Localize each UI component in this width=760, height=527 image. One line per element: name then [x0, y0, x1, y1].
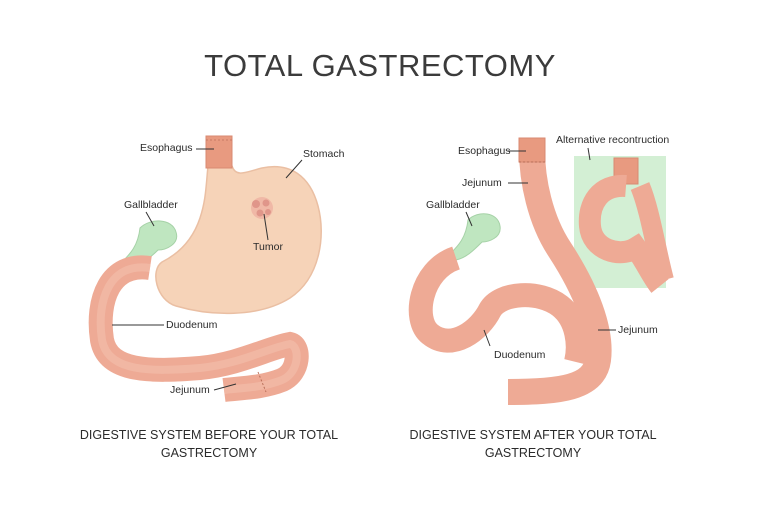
- label-jejunum-before: Jejunum: [170, 384, 210, 396]
- esophagus-right: [518, 137, 546, 163]
- label-alternative-reconstruction: Alternative recontruction: [556, 134, 670, 146]
- label-jejunum-top: Jejunum: [462, 177, 502, 189]
- page-title: TOTAL GASTRECTOMY: [204, 48, 556, 83]
- label-tumor: Tumor: [253, 241, 283, 253]
- gallbladder-right: [449, 213, 501, 261]
- after-illustration: [408, 137, 674, 405]
- label-stomach: Stomach: [303, 148, 345, 160]
- label-jejunum-right: Jejunum: [618, 324, 658, 336]
- stomach-shape: [155, 165, 322, 315]
- label-gallbladder-after: Gallbladder: [426, 199, 480, 211]
- duodenum-right: [408, 246, 590, 365]
- caption-before: DIGESTIVE SYSTEM BEFORE YOUR TOTAL GASTR…: [79, 428, 339, 460]
- label-duodenum-before: Duodenum: [166, 319, 218, 331]
- caption-after: DIGESTIVE SYSTEM AFTER YOUR TOTAL GASTRE…: [409, 428, 657, 460]
- jejunum-right: [507, 149, 612, 405]
- label-esophagus-before: Esophagus: [140, 142, 193, 154]
- label-duodenum-after: Duodenum: [494, 349, 546, 361]
- tumor-icon: [251, 197, 273, 219]
- label-gallbladder-before: Gallbladder: [124, 199, 178, 211]
- esophagus-left: [205, 135, 233, 169]
- label-esophagus-after: Esophagus: [458, 145, 511, 157]
- before-illustration: [88, 135, 322, 402]
